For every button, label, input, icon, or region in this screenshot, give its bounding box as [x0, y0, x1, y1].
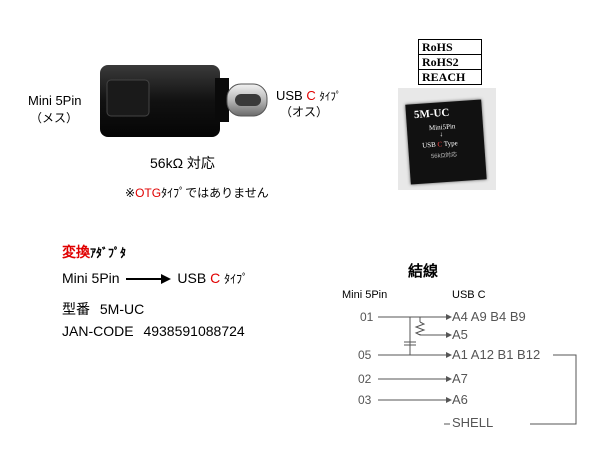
- package-model: 5M-UC: [413, 106, 450, 122]
- category-rest: ｱﾀﾞﾌﾟﾀ: [90, 246, 127, 260]
- wiring-header-right: USB C: [452, 289, 486, 301]
- package-to-prefix: USB: [421, 140, 437, 150]
- usbc-pin-a5: A5: [452, 327, 468, 342]
- usbc-c-red: C: [306, 88, 316, 103]
- usbc-pin-a6: A6: [452, 392, 468, 407]
- adapter-photo: [95, 62, 275, 142]
- otg-prefix: ※: [125, 186, 136, 200]
- mini5pin-label: Mini 5Pin: [28, 93, 82, 108]
- package-resistance: 56kΩ対応: [430, 152, 458, 161]
- package-bag: 5M-UC Mini5Pin ↓ USB C Type 56kΩ対応: [405, 99, 487, 185]
- usbc-prefix: USB: [276, 88, 303, 103]
- pin-03: 03: [358, 393, 372, 407]
- pin-02: 02: [358, 372, 372, 386]
- cert-reach: REACH: [418, 70, 482, 85]
- package-arrow: ↓: [439, 131, 444, 139]
- pin-05: 05: [358, 348, 372, 362]
- cert-rohs: RoHS: [418, 39, 482, 55]
- wiring-lines: [378, 314, 577, 425]
- package-to: USB C Type: [422, 139, 458, 149]
- jan-line: JAN-CODE 4938591088724: [62, 323, 245, 339]
- model-label: 型番: [62, 301, 90, 317]
- cert-rohs2: RoHS2: [418, 55, 482, 70]
- conversion-to-suffix: ﾀｲﾌﾟ: [224, 272, 249, 286]
- jan-label: JAN-CODE: [62, 323, 134, 339]
- package-to-suffix: Type: [443, 139, 458, 149]
- jan-value: 4938591088724: [143, 323, 245, 339]
- certification-box: RoHS RoHS2 REACH: [418, 39, 482, 85]
- usbc-type-label: USB C ﾀｲﾌﾟ: [276, 88, 341, 104]
- usbc-pins-a1: A1 A12 B1 B12: [452, 347, 541, 362]
- male-label: （オス）: [280, 105, 329, 119]
- female-label: （メス）: [30, 111, 79, 125]
- category-red: 変換: [62, 244, 90, 260]
- usbc-pins-a4: A4 A9 B4 B9: [452, 309, 526, 324]
- conversion-line: Mini 5Pin USB C ﾀｲﾌﾟ: [62, 270, 248, 287]
- model-value: 5M-UC: [99, 301, 145, 317]
- otg-note: ※OTGﾀｲﾌﾟではありません: [125, 184, 269, 201]
- pin-01: 01: [360, 310, 374, 324]
- usbc-pin-a7: A7: [452, 371, 468, 386]
- conversion-to-c: C: [210, 270, 221, 286]
- package-photo: 5M-UC Mini5Pin ↓ USB C Type 56kΩ対応: [398, 88, 496, 190]
- arrow-icon: [123, 271, 173, 287]
- category-heading: 変換ｱﾀﾞﾌﾟﾀ: [62, 242, 126, 262]
- usbc-suffix: ﾀｲﾌﾟ: [319, 91, 342, 103]
- model-line: 型番 5M-UC: [62, 299, 144, 319]
- resistance-label: 56kΩ 対応: [150, 155, 215, 171]
- otg-red: OTG: [135, 186, 162, 200]
- otg-suffix: ﾀｲﾌﾟではありません: [161, 186, 269, 200]
- wiring-header-left: Mini 5Pin: [342, 289, 388, 301]
- package-to-c: C: [437, 140, 443, 149]
- conversion-from: Mini 5Pin: [62, 270, 120, 286]
- wiring-title: 結線: [408, 263, 439, 280]
- usbc-shell: SHELL: [452, 415, 494, 430]
- conversion-to-prefix: USB: [177, 270, 207, 286]
